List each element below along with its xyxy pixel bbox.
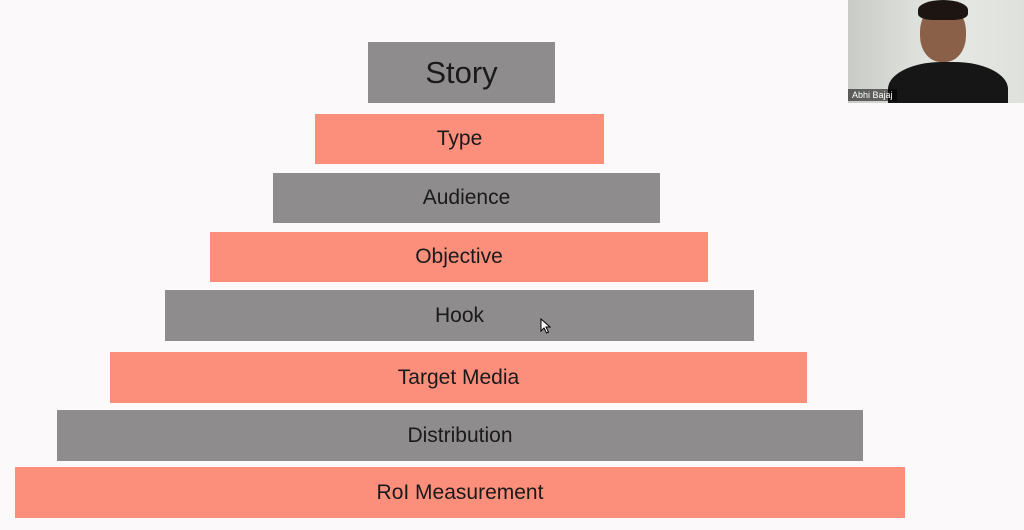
pyramid-tier-hook: Hook: [165, 290, 754, 341]
participant-name-label: Abhi Bajaj: [848, 89, 897, 101]
pyramid-tier-type: Type: [315, 114, 604, 164]
pyramid-tier-objective: Objective: [210, 232, 708, 282]
pyramid-tier-roi-measurement: RoI Measurement: [15, 467, 905, 518]
webcam-video-tile[interactable]: Abhi Bajaj: [848, 0, 1024, 103]
pyramid-tier-audience: Audience: [273, 173, 660, 223]
mouse-pointer-icon: [540, 318, 552, 334]
pyramid-tier-target-media: Target Media: [110, 352, 807, 403]
participant-body: [888, 62, 1008, 103]
pyramid-tier-distribution: Distribution: [57, 410, 863, 461]
pyramid-tier-story: Story: [368, 42, 555, 103]
participant-hair: [918, 0, 968, 20]
